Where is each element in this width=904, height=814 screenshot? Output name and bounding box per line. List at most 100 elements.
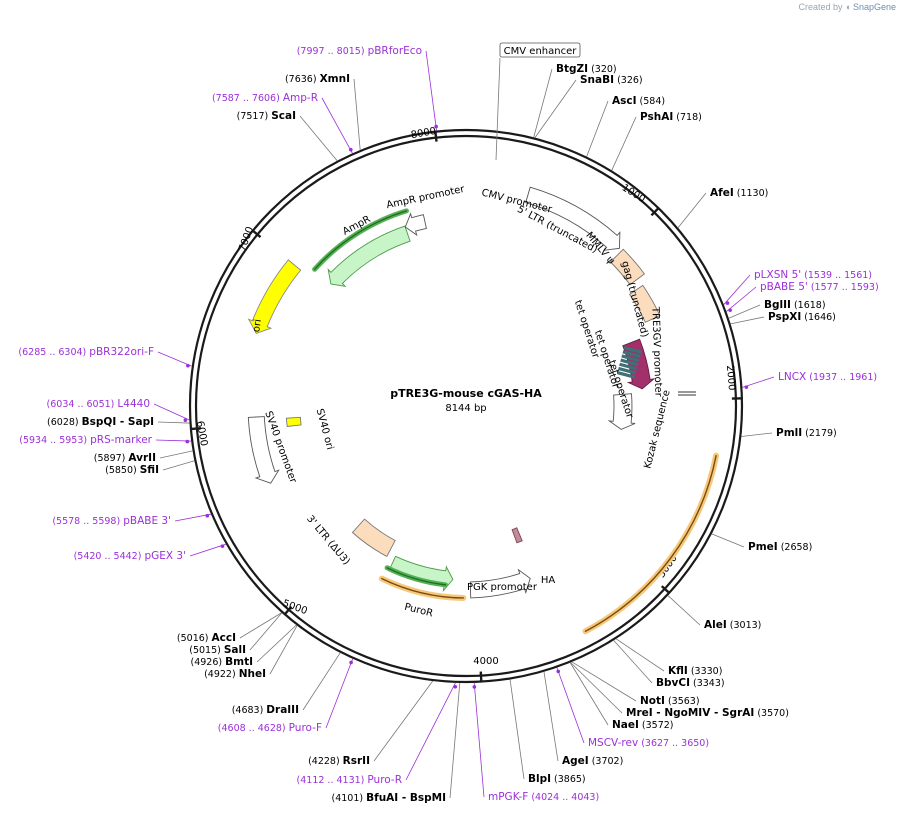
ruler-tick-4000 bbox=[479, 671, 483, 683]
enzyme-pshai: PshAI (718) bbox=[640, 111, 702, 123]
leader-bmti bbox=[256, 624, 297, 663]
enzyme-blpi-pos: (3865) bbox=[551, 774, 586, 785]
leader-pmei bbox=[711, 533, 745, 548]
enzyme-afei-pos: (1130) bbox=[734, 188, 769, 199]
enzyme-noti-name: NotI bbox=[640, 695, 665, 707]
leader-bfuai-bspmi bbox=[449, 682, 461, 799]
leader-nhei bbox=[269, 625, 298, 675]
primer-l4440: (6034 .. 6051) L4440 bbox=[47, 398, 150, 410]
leader-primer-prs-marker bbox=[155, 439, 192, 442]
leader-bglii bbox=[728, 304, 761, 319]
enzyme-avrii: (5897) AvrII bbox=[94, 452, 156, 464]
leader-primer-pbabe-3 bbox=[174, 513, 212, 522]
primer-mark-lncx bbox=[744, 385, 749, 389]
leader-bspqi-sapi bbox=[157, 421, 190, 424]
enzyme-sfii-pos: (5850) bbox=[105, 465, 140, 476]
enzyme-pmei-name: PmeI bbox=[748, 541, 778, 553]
cgas-orf-highlight bbox=[582, 452, 720, 635]
ruler-tick-6000 bbox=[189, 426, 202, 431]
enzyme-snabi: SnaBI (326) bbox=[580, 74, 643, 86]
primer-mscv-rev: MSCV-rev (3627 .. 3650) bbox=[588, 737, 709, 749]
leader-rsrii bbox=[373, 680, 434, 762]
enzyme-bglii: BglII (1618) bbox=[764, 299, 826, 311]
primer-mark-pbabe-5 bbox=[728, 308, 732, 312]
enzyme-bbvci-pos: (3343) bbox=[690, 678, 725, 689]
enzyme-pshai-name: PshAI bbox=[640, 111, 673, 123]
feature-label-cmv-enhancer-0: CMV enhancer bbox=[504, 46, 578, 57]
ruler-tick-1000 bbox=[650, 206, 660, 217]
primer-mark-pbrforeco bbox=[434, 124, 438, 129]
enzyme-xmni-name: XmnI bbox=[320, 73, 350, 85]
feature-sv40-promoter bbox=[247, 416, 280, 484]
feature-label-ori-16: ori bbox=[251, 318, 264, 332]
primer-l4440-name: L4440 bbox=[117, 398, 150, 410]
primer-prs-marker-name: pRS-marker bbox=[90, 434, 153, 446]
primer-lncx-name: LNCX bbox=[778, 371, 806, 383]
enzyme-scai: (7517) ScaI bbox=[237, 110, 296, 122]
enzyme-snabi-pos: (326) bbox=[614, 75, 643, 86]
primer-pbr322ori-f: (6285 .. 6304) pBR322ori-F bbox=[18, 346, 154, 358]
primer-puro-r: (4112 .. 4131) Puro-R bbox=[297, 774, 402, 786]
primer-mark-puro-r bbox=[453, 684, 458, 689]
enzyme-btgzi-pos: (320) bbox=[588, 64, 617, 75]
enzyme-rsrii-name: RsrII bbox=[343, 755, 370, 767]
credit-prefix: Created by bbox=[798, 2, 843, 12]
enzyme-pspxi-pos: (1646) bbox=[801, 312, 836, 323]
primer-pgex-3-pos: (5420 .. 5442) bbox=[74, 551, 145, 562]
enzyme-bfuai-bspmi: (4101) BfuAI - BspMI bbox=[332, 792, 446, 804]
feature-label-tet-operator-6: tet operator bbox=[572, 299, 601, 360]
enzyme-sali-pos: (5015) bbox=[189, 645, 224, 656]
enzyme-bspqi-sapi: (6028) BspQI - SapI bbox=[47, 416, 154, 428]
enzyme-avrii-pos: (5897) bbox=[94, 453, 129, 464]
enzyme-scai-pos: (7517) bbox=[237, 111, 272, 122]
primer-amp-r-name: Amp-R bbox=[283, 92, 318, 104]
enzyme-draiii-name: DraIII bbox=[266, 704, 299, 716]
primer-puro-f: (4608 .. 4628) Puro-F bbox=[218, 722, 322, 734]
enzyme-mrei-ngomiv-sgrai-pos: (3570) bbox=[754, 708, 789, 719]
enzyme-draiii: (4683) DraIII bbox=[232, 704, 299, 716]
feature-label-puror-12: PuroR bbox=[403, 602, 434, 620]
leader-primer-lncx bbox=[742, 376, 775, 388]
enzyme-blpi: BlpI (3865) bbox=[528, 773, 586, 785]
credit-brand: SnapGene bbox=[852, 2, 896, 12]
enzyme-mrei-ngomiv-sgrai-name: MreI - NgoMIV - SgrAI bbox=[626, 707, 754, 719]
enzyme-acci-pos: (5016) bbox=[177, 633, 212, 644]
enzyme-pmei: PmeI (2658) bbox=[748, 541, 812, 553]
puror-frame-line bbox=[386, 567, 447, 586]
feature-tre3gv-promoter bbox=[607, 393, 636, 430]
leader-sfii bbox=[162, 460, 195, 471]
leader-afei bbox=[677, 192, 707, 229]
leader-pmli bbox=[741, 432, 773, 437]
enzyme-kfli: KflI (3330) bbox=[668, 665, 722, 677]
primer-mark-pbabe-3 bbox=[205, 513, 210, 518]
enzyme-scai-name: ScaI bbox=[271, 110, 296, 122]
leader-draiii bbox=[302, 652, 341, 711]
feature-label-3-ltr-u3-13: 3' LTR (ΔU3) bbox=[304, 513, 352, 567]
primer-mscv-rev-name: MSCV-rev bbox=[588, 737, 638, 749]
feature-ampr-promoter bbox=[404, 212, 427, 237]
primer-prs-marker-pos: (5934 .. 5953) bbox=[19, 435, 90, 446]
enzyme-sali: (5015) SalI bbox=[189, 644, 246, 656]
leader-pshai bbox=[611, 116, 637, 171]
enzyme-asci: AscI (584) bbox=[612, 95, 665, 107]
primer-pbabe-3-name: pBABE 3' bbox=[123, 515, 171, 527]
ruler-tick-8000 bbox=[434, 130, 438, 142]
enzyme-btgzi-name: BtgZI bbox=[556, 63, 588, 75]
feature-gag-truncated bbox=[622, 338, 656, 390]
enzyme-pspxi: PspXI (1646) bbox=[768, 311, 836, 323]
primer-puro-r-pos: (4112 .. 4131) bbox=[297, 775, 368, 786]
primer-mark-mscv-rev bbox=[556, 669, 561, 674]
feature-label-kozak-sequence-9: Kozak sequence bbox=[642, 389, 672, 470]
primer-mark-amp-r bbox=[349, 147, 353, 152]
enzyme-sali-name: SalI bbox=[224, 644, 246, 656]
leader-primer-puro-f bbox=[325, 658, 354, 729]
ruler-label-8000: 8000 bbox=[410, 126, 437, 141]
puror-orf-line bbox=[381, 577, 465, 599]
primer-pbrforeco-name: pBRforEco bbox=[368, 45, 422, 57]
primer-puro-f-pos: (4608 .. 4628) bbox=[218, 723, 289, 734]
feature-label-ampr-promoter-18: AmpR promoter bbox=[385, 184, 466, 211]
backbone bbox=[188, 128, 744, 684]
leader-primer-pgex-3 bbox=[189, 543, 227, 557]
plasmid-name: pTRE3G-mouse cGAS-HA bbox=[390, 387, 542, 400]
tet-operator-box-4 bbox=[619, 362, 638, 371]
